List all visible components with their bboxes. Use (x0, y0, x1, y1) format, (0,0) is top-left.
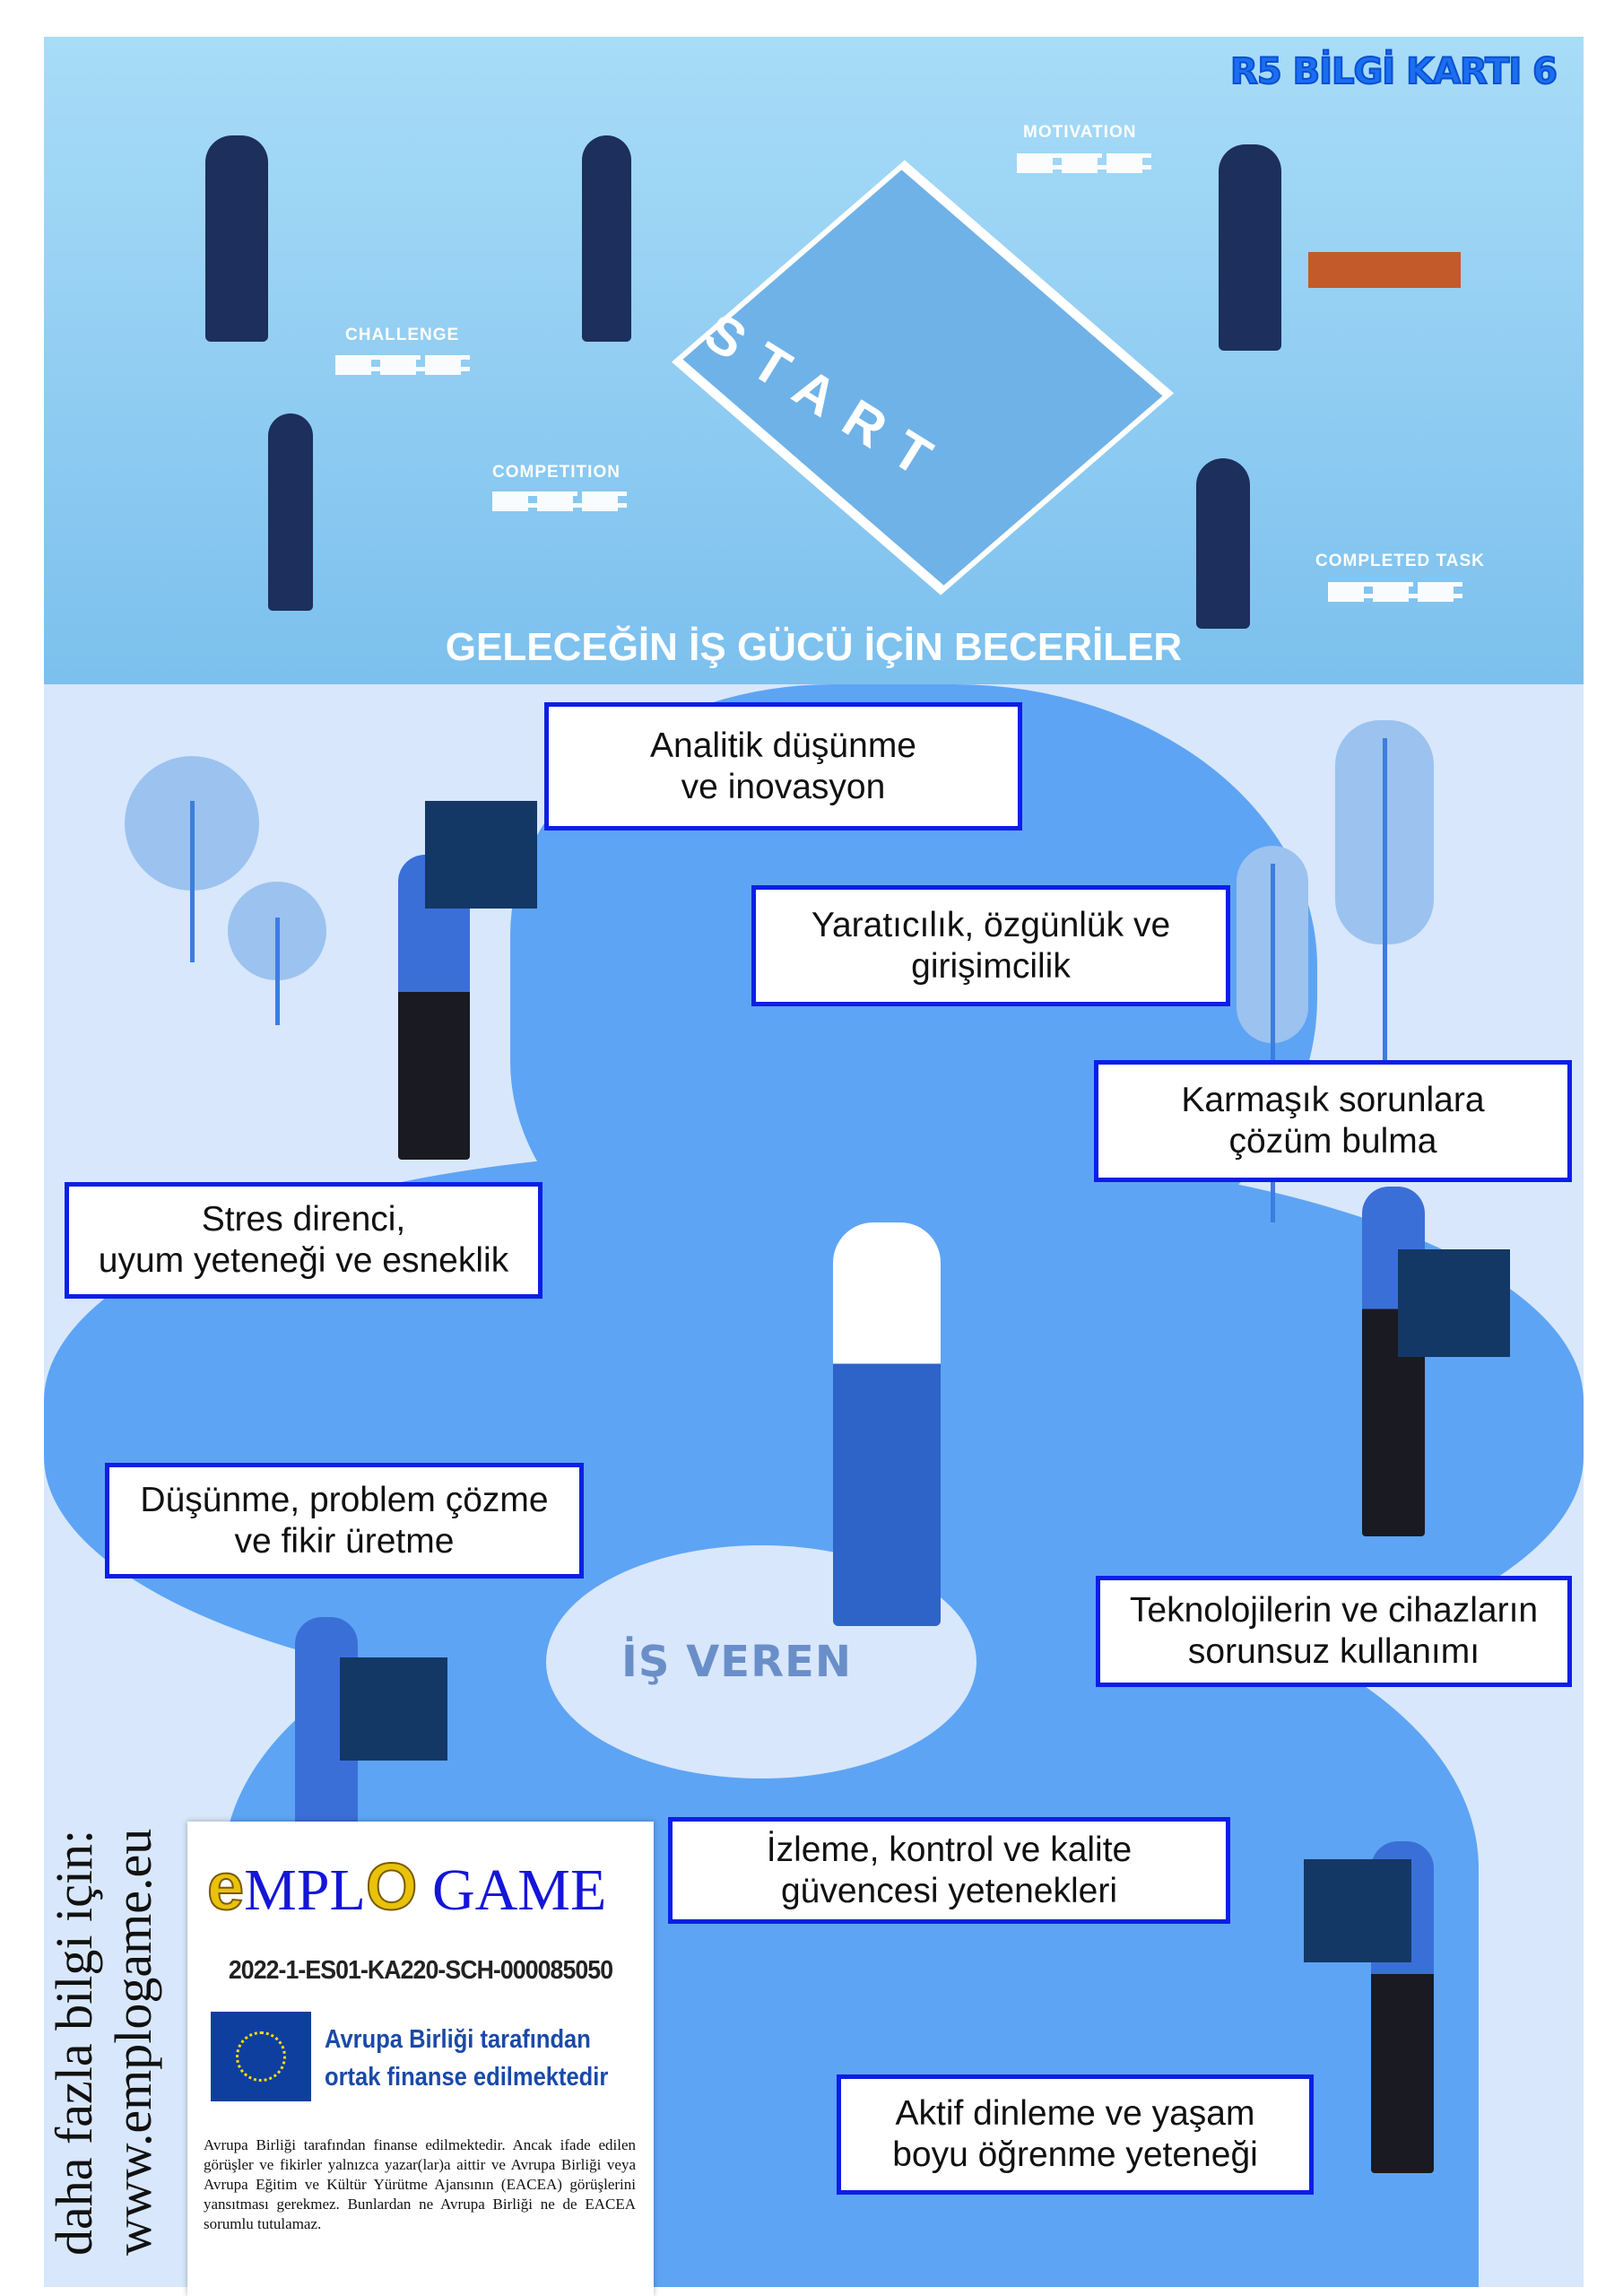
challenge-label: CHALLENGE (345, 326, 460, 344)
employer-label: İŞ VEREN (621, 1637, 852, 1687)
skill-text: Stres direnci, (201, 1200, 406, 1239)
motivation-label: MOTIVATION (1023, 123, 1137, 142)
more-info-label: daha fazla bilgi için: (45, 1829, 103, 2256)
eu-line-2: ortak finanse edilmektedir (325, 2063, 609, 2092)
eu-line-1: Avrupa Birliği tarafından (325, 2025, 591, 2054)
text-lines-icon (335, 355, 470, 375)
banner-heading: GELECEĞİN İŞ GÜCÜ İÇİN BECERİLER (445, 625, 1183, 669)
completed-task-label: COMPLETED TASK (1315, 552, 1485, 570)
skill-stress-resilience: Stres direnci,uyum yeteneği ve esneklik (65, 1182, 542, 1299)
skill-text: boyu öğrenme yeteneği (892, 2135, 1258, 2174)
project-code: 2022-1-ES01-KA220-SCH-000085050 (228, 1956, 613, 1985)
competition-label: COMPETITION (492, 463, 621, 482)
funding-panel: eMPLO GAME 2022-1-ES01-KA220-SCH-0000850… (187, 1822, 654, 2296)
businessman-figure (582, 135, 631, 342)
eu-funding-text: Avrupa Birliği tarafından ortak finanse … (325, 2021, 608, 2096)
box-icon (340, 1657, 447, 1761)
disclaimer-text: Avrupa Birliği tarafından finanse edilme… (204, 2136, 636, 2232)
runner-figure (268, 413, 313, 611)
text-lines-icon (492, 491, 627, 511)
skill-text: Yaratıcılık, özgünlük ve (811, 905, 1171, 944)
businessman-figure (1196, 458, 1250, 629)
box-icon (1398, 1249, 1510, 1357)
skill-text: Analitik düşünme (650, 726, 916, 765)
website-link[interactable]: www.emplogame.eu (104, 1828, 162, 2256)
skill-text: çözüm bulma (1228, 1122, 1437, 1161)
skill-text: Aktif dinleme ve yaşam (895, 2094, 1255, 2133)
employer-figure (833, 1222, 941, 1626)
skill-text: Düşünme, problem çözme (140, 1480, 549, 1519)
businessman-figure (205, 135, 268, 342)
skill-text: uyum yeteneği ve esneklik (98, 1241, 509, 1280)
text-lines-icon (1328, 582, 1462, 602)
businessman-figure (1219, 144, 1281, 351)
header-banner: R5 BİLGİ KARTI 6 START CHALLENGE COMPETI… (44, 37, 1584, 684)
skill-text: Karmaşık sorunlara (1181, 1081, 1485, 1119)
eu-flag-icon (211, 2012, 311, 2101)
skill-text: Teknolojilerin ve cihazların (1129, 1591, 1539, 1630)
skill-text: İzleme, kontrol ve kalite (766, 1830, 1133, 1869)
skill-text: sorunsuz kullanımı (1187, 1632, 1480, 1671)
emplogame-logo: eMPLO GAME (206, 1848, 607, 1925)
box-icon (425, 801, 537, 909)
card-title: R5 BİLGİ KARTI 6 (1229, 50, 1558, 93)
skill-text: ve inovasyon (681, 767, 886, 806)
more-info-text: daha fazla bilgi için: www.emplogame.eu (45, 1829, 163, 2256)
skill-text: güvencesi yetenekleri (780, 1871, 1118, 1910)
worker-with-box-figure (1362, 1187, 1425, 1536)
skill-text: girişimcilik (911, 946, 1071, 986)
skill-text: ve fikir üretme (234, 1521, 455, 1561)
text-lines-icon (1017, 153, 1151, 173)
box-icon (1304, 1859, 1411, 1962)
desk-icon (1308, 252, 1461, 288)
